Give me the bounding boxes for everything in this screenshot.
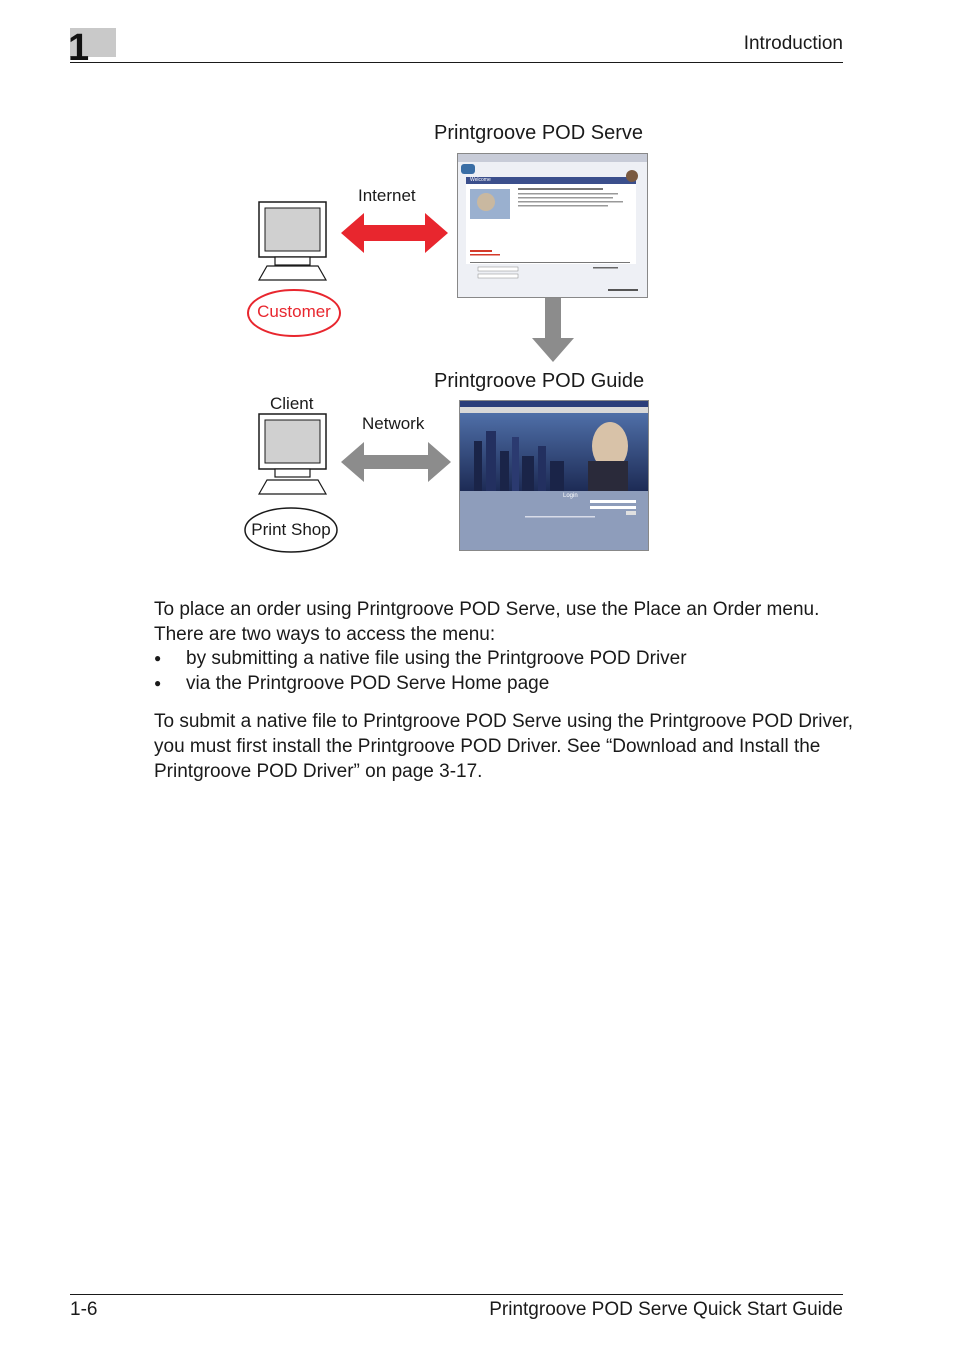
serve-welcome-text: Welcome: [470, 177, 491, 184]
intro-paragraph: To place an order using Printgroove POD …: [154, 597, 854, 647]
driver-paragraph: To submit a native file to Printgroove P…: [154, 709, 854, 784]
print-shop-label: Print Shop: [245, 520, 337, 540]
page-number: 1-6: [70, 1299, 97, 1321]
serve-screenshot-art: [458, 154, 647, 297]
guide-screenshot-art: [460, 401, 648, 550]
customer-computer-icon: [259, 202, 326, 280]
footer-guide-title: Printgroove POD Serve Quick Start Guide: [489, 1299, 843, 1321]
internet-arrow: [341, 213, 448, 253]
serve-screenshot: Welcome: [457, 153, 648, 298]
network-arrow: [341, 442, 451, 482]
bullet-text: via the Printgroove POD Serve Home page: [186, 671, 549, 696]
customer-label: Customer: [248, 302, 340, 322]
bullet-glyph: ●: [154, 646, 161, 671]
system-diagram: Printgroove POD Serve Printgroove POD Gu…: [0, 0, 954, 580]
footer-divider: [70, 1294, 843, 1295]
guide-screenshot: Login: [459, 400, 649, 551]
client-computer-icon: [259, 414, 326, 494]
bullet-text: by submitting a native file using the Pr…: [186, 646, 687, 671]
guide-login-text: Login: [563, 492, 578, 500]
bullet-glyph: ●: [154, 671, 161, 696]
